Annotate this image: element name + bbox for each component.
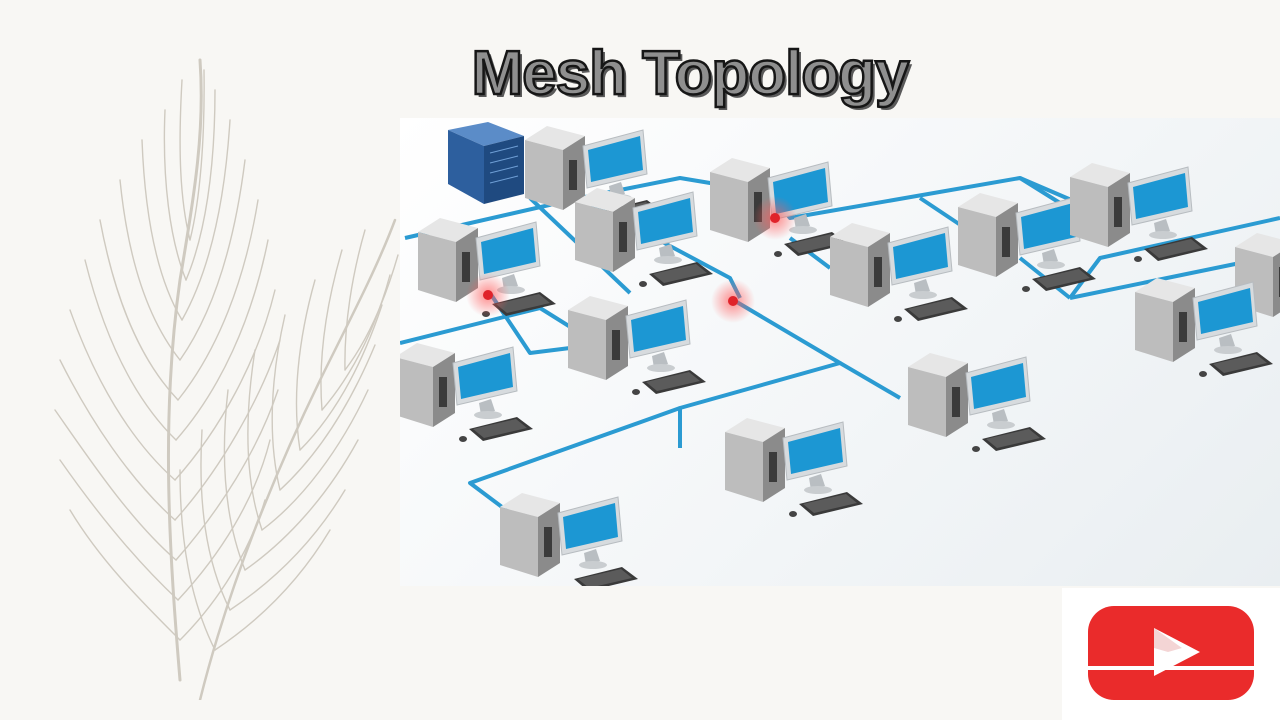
network-illustration xyxy=(400,122,1280,586)
connection-node-icon xyxy=(466,273,510,317)
youtube-play-icon[interactable] xyxy=(1062,588,1280,720)
computer-icon xyxy=(724,417,864,518)
computer-icon xyxy=(499,492,639,586)
computer-icon xyxy=(907,352,1047,453)
computer-icon xyxy=(400,342,534,443)
connection-node-icon xyxy=(711,279,755,323)
page-title: Mesh Topology xyxy=(470,38,911,110)
computer-icon xyxy=(1069,162,1209,263)
computer-icon xyxy=(829,222,969,323)
feather-icon xyxy=(54,58,399,700)
connection-node-icon xyxy=(753,196,797,240)
computer-icon xyxy=(567,295,707,396)
mesh-topology-diagram xyxy=(400,118,1280,586)
computer-icon xyxy=(1134,277,1274,378)
server-tower-icon xyxy=(448,122,524,204)
channel-logo[interactable] xyxy=(1062,588,1280,720)
